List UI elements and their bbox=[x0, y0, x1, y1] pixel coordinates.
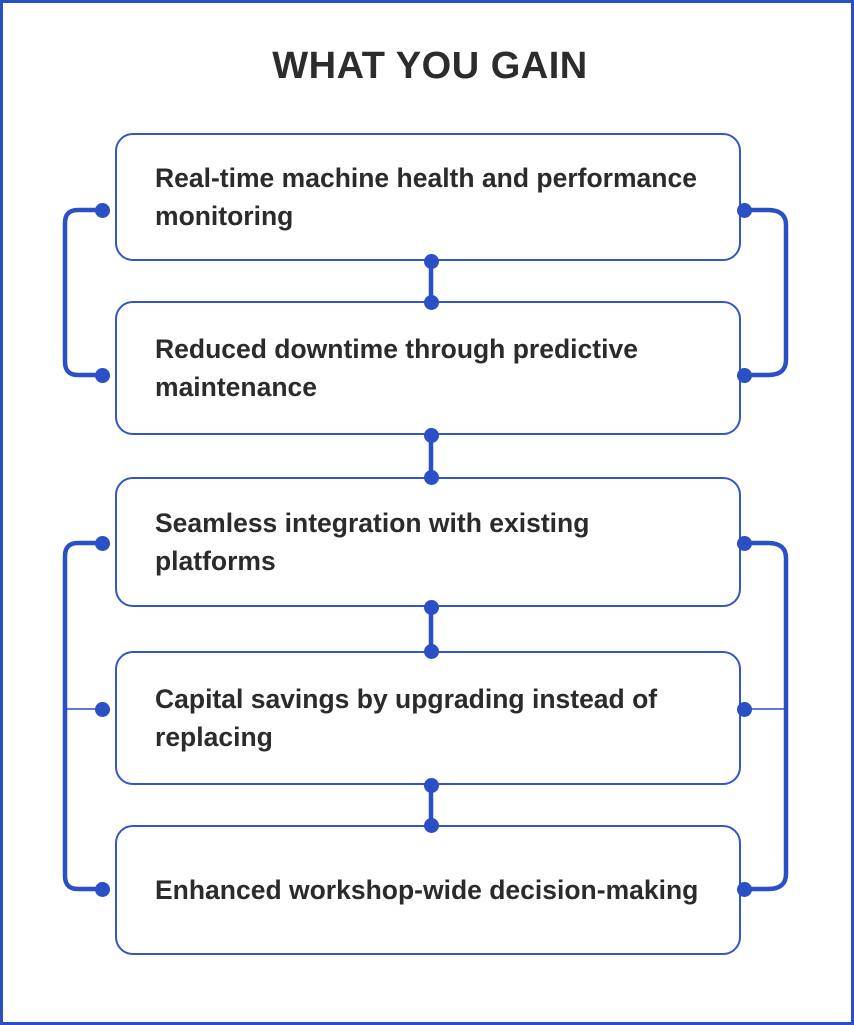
gain-card-5-label: Enhanced workshop-wide decision-making bbox=[155, 875, 699, 905]
gain-card-5[interactable]: Enhanced workshop-wide decision-making bbox=[115, 825, 741, 955]
connector-dot-bottom-1 bbox=[424, 254, 439, 269]
connector-dot-left-2 bbox=[95, 368, 110, 383]
gain-card-3-label: Seamless integration with existing platf… bbox=[155, 508, 590, 576]
connector-dot-right-2 bbox=[737, 368, 752, 383]
connector-dot-bottom-3 bbox=[424, 600, 439, 615]
connector-dot-left-4 bbox=[95, 702, 110, 717]
connector-dot-right-3 bbox=[737, 536, 752, 551]
connector-dot-right-5 bbox=[737, 882, 752, 897]
connector-dot-top-2 bbox=[424, 295, 439, 310]
connector-dot-left-1 bbox=[95, 203, 110, 218]
gain-card-4[interactable]: Capital savings by upgrading instead of … bbox=[115, 651, 741, 785]
connector-dot-left-5 bbox=[95, 882, 110, 897]
page-title: WHAT YOU GAIN bbox=[272, 45, 588, 87]
connector-dot-right-4 bbox=[737, 702, 752, 717]
gain-card-3[interactable]: Seamless integration with existing platf… bbox=[115, 477, 741, 607]
gain-card-1-label: Real-time machine health and performance… bbox=[155, 163, 697, 231]
connector-dot-bottom-2 bbox=[424, 428, 439, 443]
connector-dot-top-3 bbox=[424, 470, 439, 485]
gain-card-4-label: Capital savings by upgrading instead of … bbox=[155, 684, 658, 752]
connector-dot-top-4 bbox=[424, 644, 439, 659]
gain-card-2-label: Reduced downtime through predictive main… bbox=[155, 334, 638, 402]
connector-dot-top-5 bbox=[424, 818, 439, 833]
connector-dot-bottom-4 bbox=[424, 778, 439, 793]
connector-dot-left-3 bbox=[95, 536, 110, 551]
gain-card-2[interactable]: Reduced downtime through predictive main… bbox=[115, 301, 741, 435]
connector-dot-right-1 bbox=[737, 203, 752, 218]
gain-card-1[interactable]: Real-time machine health and performance… bbox=[115, 133, 741, 261]
